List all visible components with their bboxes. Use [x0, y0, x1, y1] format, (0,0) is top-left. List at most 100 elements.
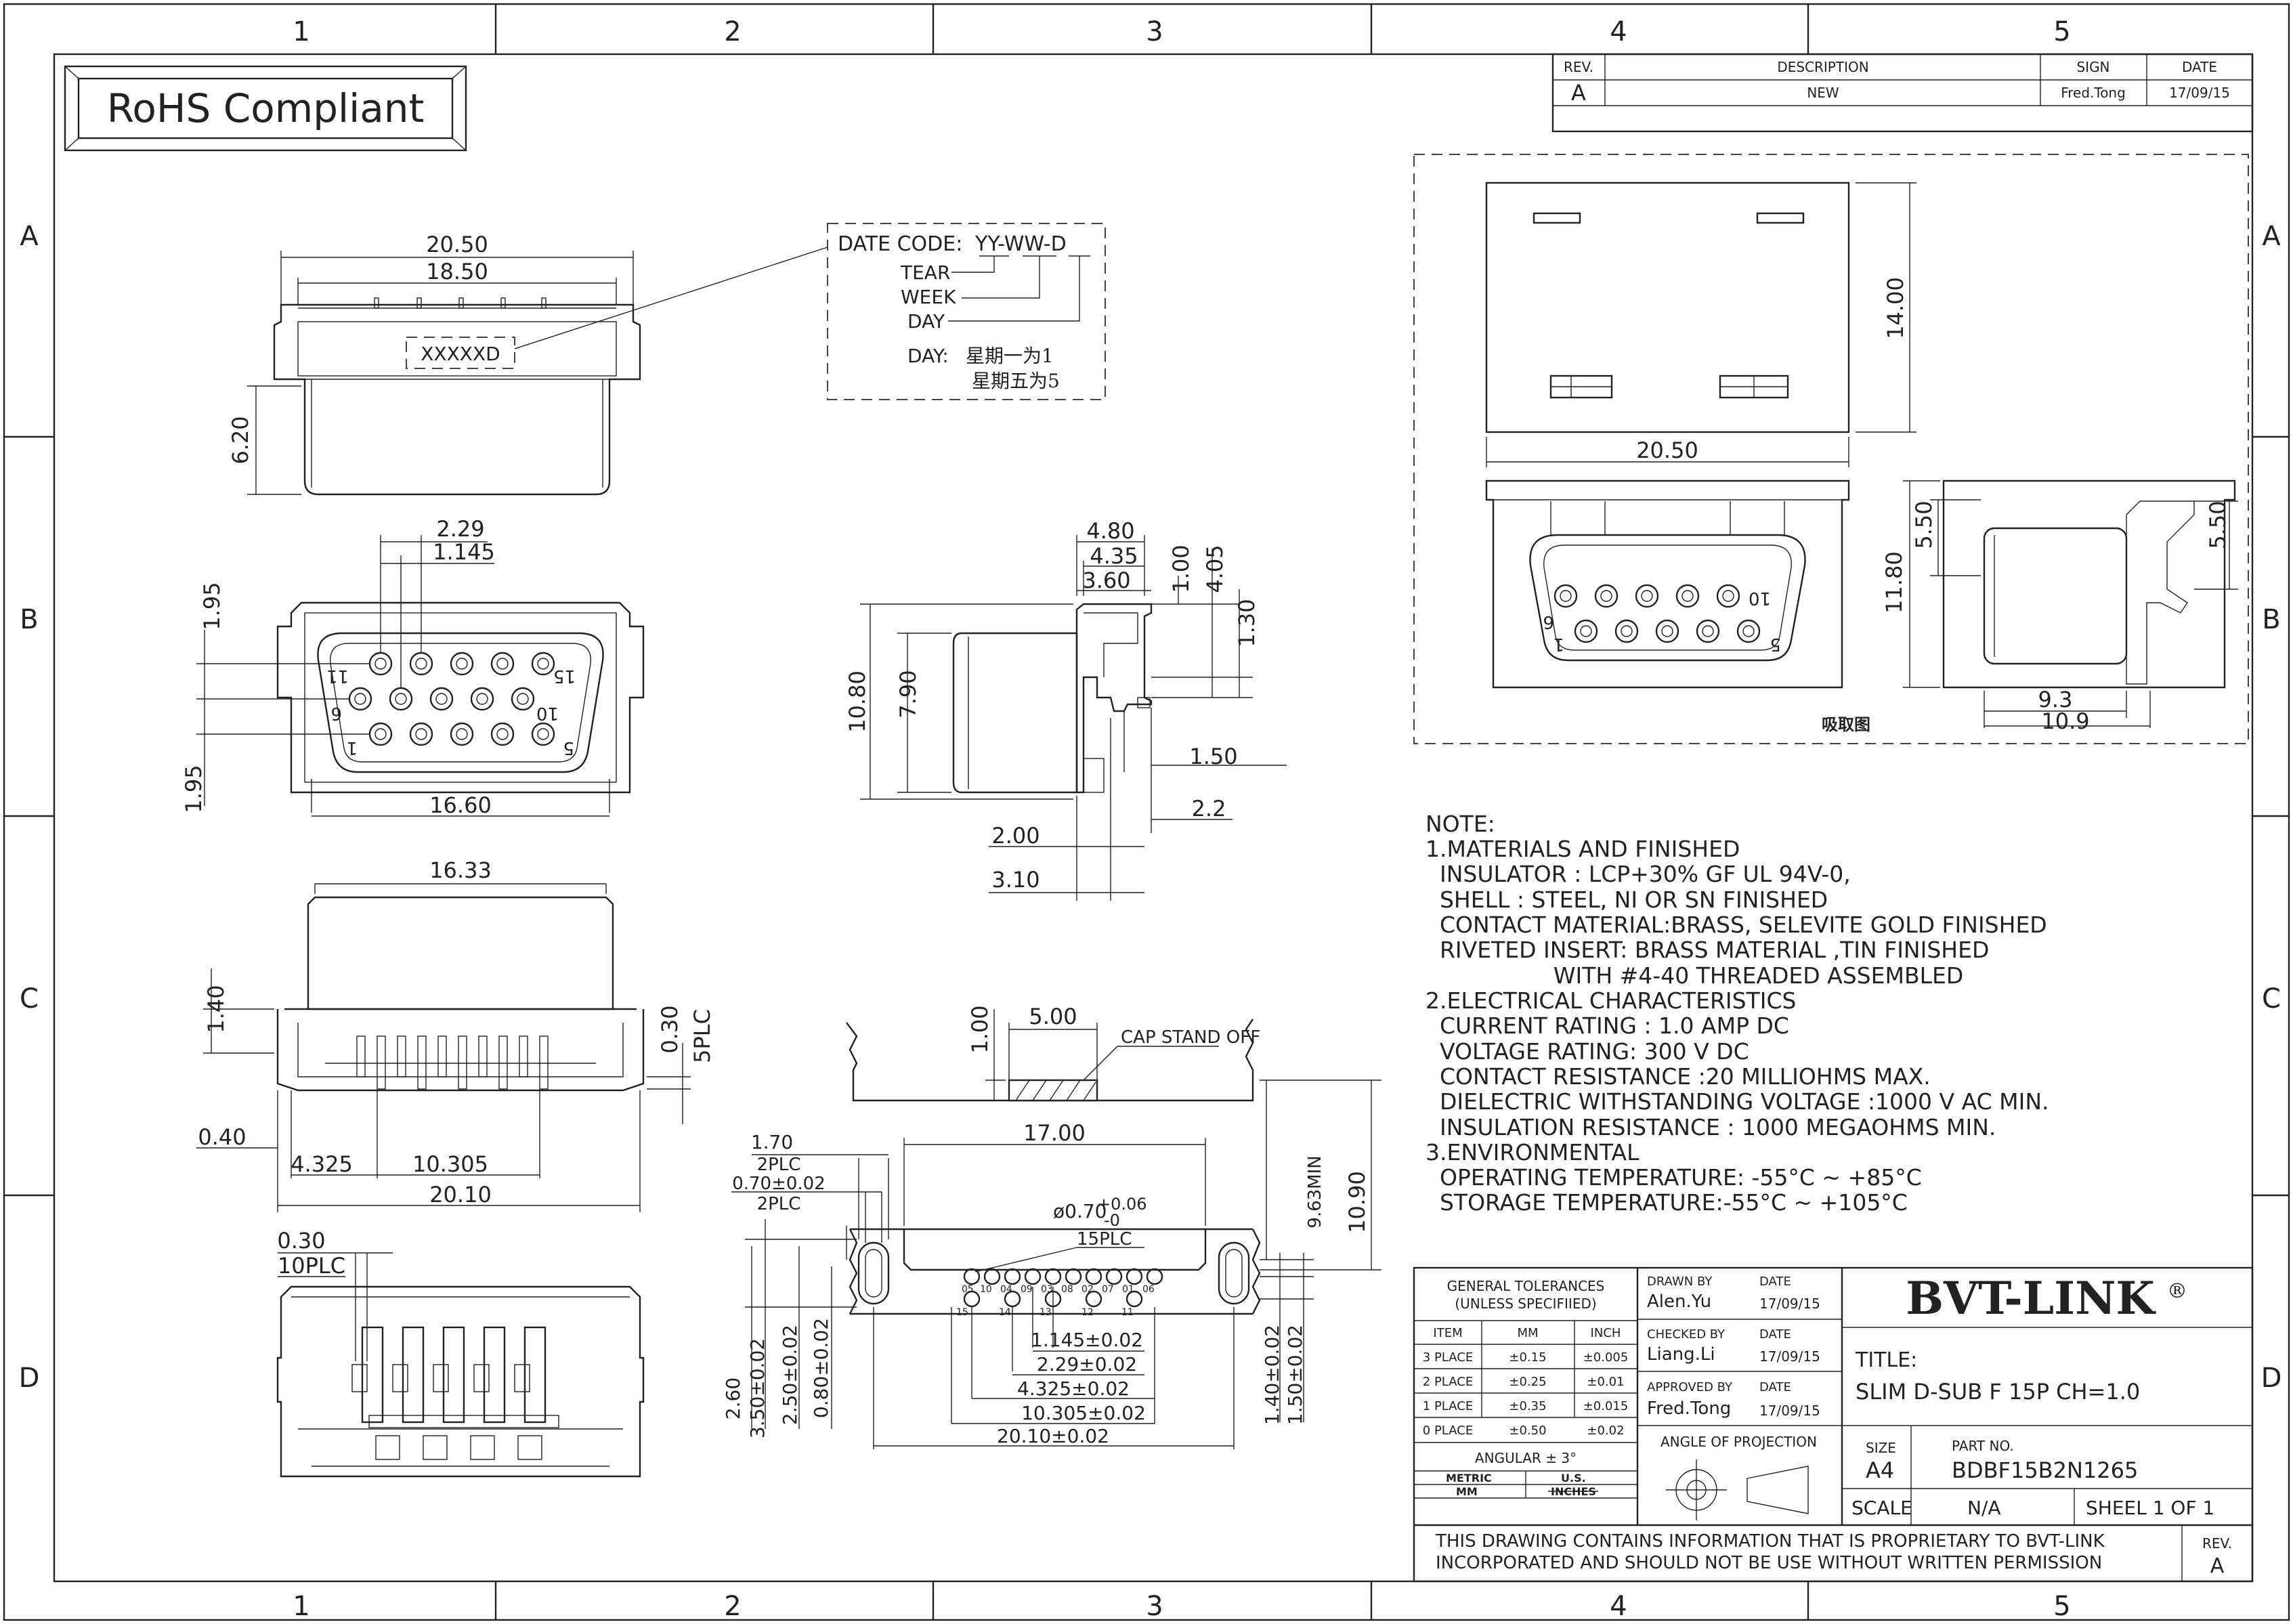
dim-pcb-0-70: 0.70±0.02: [732, 1174, 826, 1194]
pcb-layout: 05 10 04 09 03 08 02 07 01 06 15 14 13 1…: [722, 1080, 1381, 1449]
dim-front-2-29: 2.29: [436, 516, 484, 542]
title-label: TITLE:: [1855, 1348, 1917, 1372]
rev-row-description: NEW: [1807, 85, 1839, 101]
tol-1place-item: 1 PLACE: [1423, 1399, 1473, 1413]
dim-pcb-0-80: 0.80±0.02: [810, 1318, 832, 1418]
rev-header-sign: SIGN: [2076, 59, 2109, 75]
note-line-16: STORAGE TEMPERATURE:-55°C ~ +105°C: [1426, 1189, 1908, 1216]
dim-pcb-1-145: 1.145±0.02: [1031, 1329, 1143, 1351]
side-view: 4.80 4.35 3.60 1.00 4.05 1.30 10.80 7.90…: [844, 518, 1287, 901]
dim-rear-10plc: 10PLC: [278, 1253, 345, 1279]
dim-side-1-30: 1.30: [1234, 599, 1260, 647]
note-line-15: OPERATING TEMPERATURE: -55°C ~ +85°C: [1426, 1164, 1922, 1191]
bottom-view-pins: [356, 1035, 549, 1090]
dim-bottom-0-40: 0.40: [198, 1124, 246, 1150]
hole-num-14: 14: [999, 1307, 1011, 1318]
dim-bottom-0-30: 0.30: [657, 1005, 683, 1053]
drawn-by-label: DRAWN BY: [1647, 1275, 1713, 1289]
dim-side-1-00: 1.00: [1168, 544, 1194, 593]
hole-num-11: 11: [1121, 1307, 1134, 1318]
row-label-right-c: C: [2262, 983, 2281, 1014]
tol-3place-mm: ±0.15: [1509, 1350, 1546, 1365]
col-label-bottom-1: 1: [293, 1591, 309, 1622]
note-line-10: VOLTAGE RATING: 300 V DC: [1426, 1038, 1749, 1065]
company-name: BVT-LINK: [1906, 1272, 2156, 1325]
col-label-top-1: 1: [293, 16, 309, 47]
row-label-right-d: D: [2261, 1363, 2282, 1394]
note-line-4: SHELL : STEEL, NI OR SN FINISHED: [1426, 886, 1828, 913]
dim-pcb-hole-dia: ø0.70: [1053, 1200, 1107, 1222]
hole-num-10: 10: [980, 1284, 992, 1295]
revision-table: REV. DESCRIPTION SIGN DATE A NEW Fred.To…: [1551, 53, 2254, 133]
hole-num-08: 08: [1061, 1284, 1073, 1295]
tol-angular: ANGULAR ± 3°: [1475, 1450, 1577, 1466]
dim-side-10-80: 10.80: [844, 670, 870, 733]
proprietary-line-1: THIS DRAWING CONTAINS INFORMATION THAT I…: [1435, 1531, 2105, 1552]
date-code-format: YY-WW-D: [974, 232, 1067, 256]
dim-pcb-2-50: 2.50±0.02: [779, 1325, 801, 1425]
row-label-right-a: A: [2262, 221, 2281, 252]
rohs-label: RoHS Compliant: [107, 85, 425, 131]
dim-pickup-11-80: 11.80: [1881, 551, 1907, 614]
pcb-mount-slot-left: [857, 1241, 890, 1305]
pcb-mount-slot-right: [1218, 1241, 1250, 1305]
note-line-6: RIVETED INSERT: BRASS MATERIAL ,TIN FINI…: [1426, 937, 1989, 963]
dim-bottom-10-305: 10.305: [412, 1151, 488, 1177]
dim-side-1-50: 1.50: [1189, 744, 1237, 769]
checked-date: 17/09/15: [1759, 1348, 1820, 1365]
dim-pcb-17-00: 17.00: [1023, 1120, 1086, 1146]
pickup-label: 吸取图: [1822, 714, 1870, 734]
dim-front-1-145: 1.145: [433, 539, 495, 565]
dim-front-1-95-bottom: 1.95: [181, 765, 207, 813]
tol-0place-item: 0 PLACE: [1423, 1424, 1473, 1438]
rev-row-date: 17/09/15: [2169, 85, 2230, 101]
top-view-pin-tips: [374, 297, 547, 309]
approved-by: Fred.Tong: [1647, 1398, 1731, 1419]
dim-top-20-50: 20.50: [426, 232, 488, 257]
rear-view: 0.30 10PLC: [276, 1228, 645, 1478]
rohs-stamp: RoHS Compliant: [64, 65, 467, 152]
day-rule-friday: 星期五为5: [972, 370, 1060, 392]
sheet-value: SHEEL 1 OF 1: [2086, 1497, 2214, 1519]
dim-front-1-95-top: 1.95: [199, 582, 225, 630]
dim-bottom-4-325: 4.325: [291, 1151, 353, 1177]
projection-symbol: [1666, 1459, 1809, 1520]
row-label-left-d: D: [19, 1363, 40, 1394]
approved-date-label: DATE: [1759, 1380, 1791, 1394]
front-view-contacts: [348, 651, 555, 746]
hole-num-04: 04: [1000, 1284, 1012, 1295]
checked-date-label: DATE: [1759, 1327, 1791, 1342]
title-block: GENERAL TOLERANCES (UNLESS SPECIFIIED) I…: [1413, 1266, 2254, 1583]
row-label-left-a: A: [20, 221, 39, 252]
hole-num-12: 12: [1081, 1307, 1094, 1318]
pin-num-15: 15: [553, 666, 576, 686]
date-code-callout: DATE CODE: YY-WW-D TEAR WEEK DAY DAY: 星期…: [514, 223, 1106, 400]
drawn-date: 17/09/15: [1759, 1296, 1820, 1312]
pin-num-11: 11: [326, 666, 349, 686]
hole-num-05: 05: [962, 1284, 974, 1295]
dim-side-4-05: 4.05: [1202, 544, 1228, 593]
tolerance-title-1: GENERAL TOLERANCES: [1447, 1278, 1605, 1294]
checked-by-label: CHECKED BY: [1647, 1327, 1726, 1342]
pin-num-1: 1: [346, 738, 358, 758]
tol-1place-mm: ±0.35: [1509, 1399, 1546, 1413]
drawn-date-label: DATE: [1759, 1275, 1791, 1289]
day-rule-monday: 星期一为1: [966, 345, 1054, 367]
col-label-bottom-4: 4: [1610, 1591, 1627, 1622]
dim-pcb-2-29: 2.29±0.02: [1037, 1353, 1137, 1375]
pcb-hole-numbers: 05 10 04 09 03 08 02 07 01 06 15 14 13 1…: [956, 1284, 1155, 1318]
drawing-title: SLIM D-SUB F 15P CH=1.0: [1856, 1379, 2140, 1405]
note-line-12: DIELECTRIC WITHSTANDING VOLTAGE :1000 V …: [1426, 1088, 2049, 1115]
dim-pcb-20-10: 20.10±0.02: [997, 1425, 1109, 1447]
pcb-holes: [963, 1268, 1163, 1308]
dim-side-3-10: 3.10: [991, 867, 1040, 893]
dim-pcb-1-40: 1.40±0.02: [1261, 1325, 1283, 1425]
note-line-7: WITH #4-40 THREADED ASSEMBLED: [1426, 962, 1963, 989]
rev-row-rev: A: [1571, 80, 1586, 106]
rev-header-rev: REV.: [1564, 59, 1593, 75]
dim-pickup-5-50-right: 5.50: [2205, 500, 2231, 549]
col-label-bottom-2: 2: [724, 1591, 741, 1622]
pickup-pin-6: 6: [1543, 612, 1554, 632]
rev-label: REV.: [2202, 1535, 2232, 1552]
